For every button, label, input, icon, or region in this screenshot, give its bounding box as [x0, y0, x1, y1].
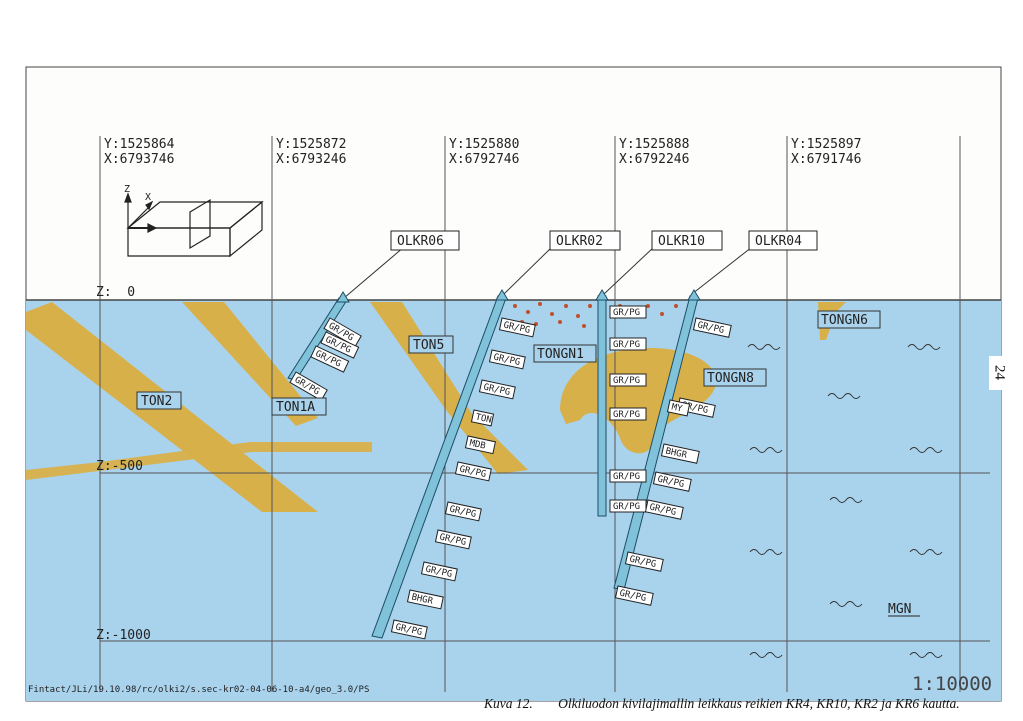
page-number-text: 24	[991, 365, 1008, 380]
svg-text:TON: TON	[474, 413, 492, 426]
zone-top-wedge	[26, 442, 372, 480]
caption-text: Olkiluodon kivilajimallin leikkaus reiki…	[558, 696, 960, 711]
depth-z0: Z: 0	[96, 285, 135, 300]
borehole-label-kr10: OLKR10	[658, 234, 705, 249]
borehole-box-kr02	[549, 230, 621, 251]
depth-z500: Z:-500	[96, 459, 143, 474]
unit-ton1a: TON1A	[276, 400, 315, 415]
scale-label: 1:10000	[912, 673, 992, 695]
caption-number: Kuva 12.	[484, 696, 533, 711]
depth-z1000: Z:-1000	[96, 628, 151, 643]
unit-tongn1: TONGN1	[537, 347, 584, 362]
axis-x-label: X	[145, 192, 151, 203]
unit-tongn8: TONGN8	[707, 371, 754, 386]
borehole-box-kr06	[390, 230, 460, 251]
unit-ton2: TON2	[141, 394, 172, 409]
borehole-label-kr04: OLKR04	[755, 234, 802, 249]
unit-labels: TON2 TON1A TON5 TONGN1 TONGN8 TONGN6 MGN	[136, 310, 920, 617]
zone-ton1a	[182, 302, 318, 426]
svg-text:BHGR: BHGR	[410, 593, 434, 607]
svg-text:GR/PG: GR/PG	[613, 340, 640, 350]
section-coordinates: Y:1525864 X:6793746 Y:1525872 X:6793246 …	[104, 137, 861, 167]
bedrock-area	[26, 300, 1001, 701]
coord-x-2: X:6793246	[276, 152, 346, 167]
coord-y-4: Y:1525888	[619, 137, 689, 152]
svg-text:GR/PG: GR/PG	[613, 502, 640, 512]
rock-logs: GR/PG GR/PG GR/PG GR/PG GR/PG GR/PG GR/P…	[289, 305, 732, 640]
unit-tongn6: TONGN6	[821, 313, 868, 328]
coord-x-4: X:6792246	[619, 152, 689, 167]
borehole-leaders	[343, 246, 753, 299]
svg-text:GR/PG: GR/PG	[613, 472, 640, 482]
depth-labels: Z: 0 Z:-500 Z:-1000	[96, 285, 151, 643]
coord-y-2: Y:1525872	[276, 137, 346, 152]
svg-text:GR/PG: GR/PG	[613, 410, 640, 420]
orientation-cube-icon	[124, 192, 264, 258]
borehole-label-kr06: OLKR06	[397, 234, 444, 249]
coord-x-5: X:6791746	[791, 152, 861, 167]
section-grid	[99, 136, 990, 692]
unit-mgn: MGN	[888, 602, 911, 617]
svg-text:MDB: MDB	[468, 439, 486, 452]
coord-y-5: Y:1525897	[791, 137, 861, 152]
borehole-heads	[336, 289, 701, 303]
figure-caption: Kuva 12. Olkiluodon kivilajimallin leikk…	[484, 696, 960, 712]
page-number: 24	[989, 356, 1009, 390]
axis-z-label: Z	[124, 184, 130, 195]
coord-y-1: Y:1525864	[104, 137, 175, 152]
borehole-label-kr02: OLKR02	[556, 234, 603, 249]
unit-ton5: TON5	[413, 338, 444, 353]
coord-y-3: Y:1525880	[449, 137, 519, 152]
gneiss-symbols	[747, 344, 943, 658]
svg-text:BHGR: BHGR	[664, 447, 688, 461]
svg-text:GR/PG: GR/PG	[613, 376, 640, 386]
file-path: Fintact/JLi/19.10.98/rc/olki2/s.sec-kr02…	[28, 685, 369, 695]
borehole-box-kr10	[651, 230, 723, 251]
borehole-labels: OLKR06 OLKR02 OLKR10 OLKR04	[390, 230, 818, 251]
svg-text:MY: MY	[670, 403, 683, 415]
svg-text:GR/PG: GR/PG	[613, 308, 640, 318]
coord-x-1: X:6793746	[104, 152, 174, 167]
tube-kr10	[597, 295, 607, 517]
borehole-box-kr04	[748, 230, 818, 251]
coord-x-3: X:6792746	[449, 152, 519, 167]
